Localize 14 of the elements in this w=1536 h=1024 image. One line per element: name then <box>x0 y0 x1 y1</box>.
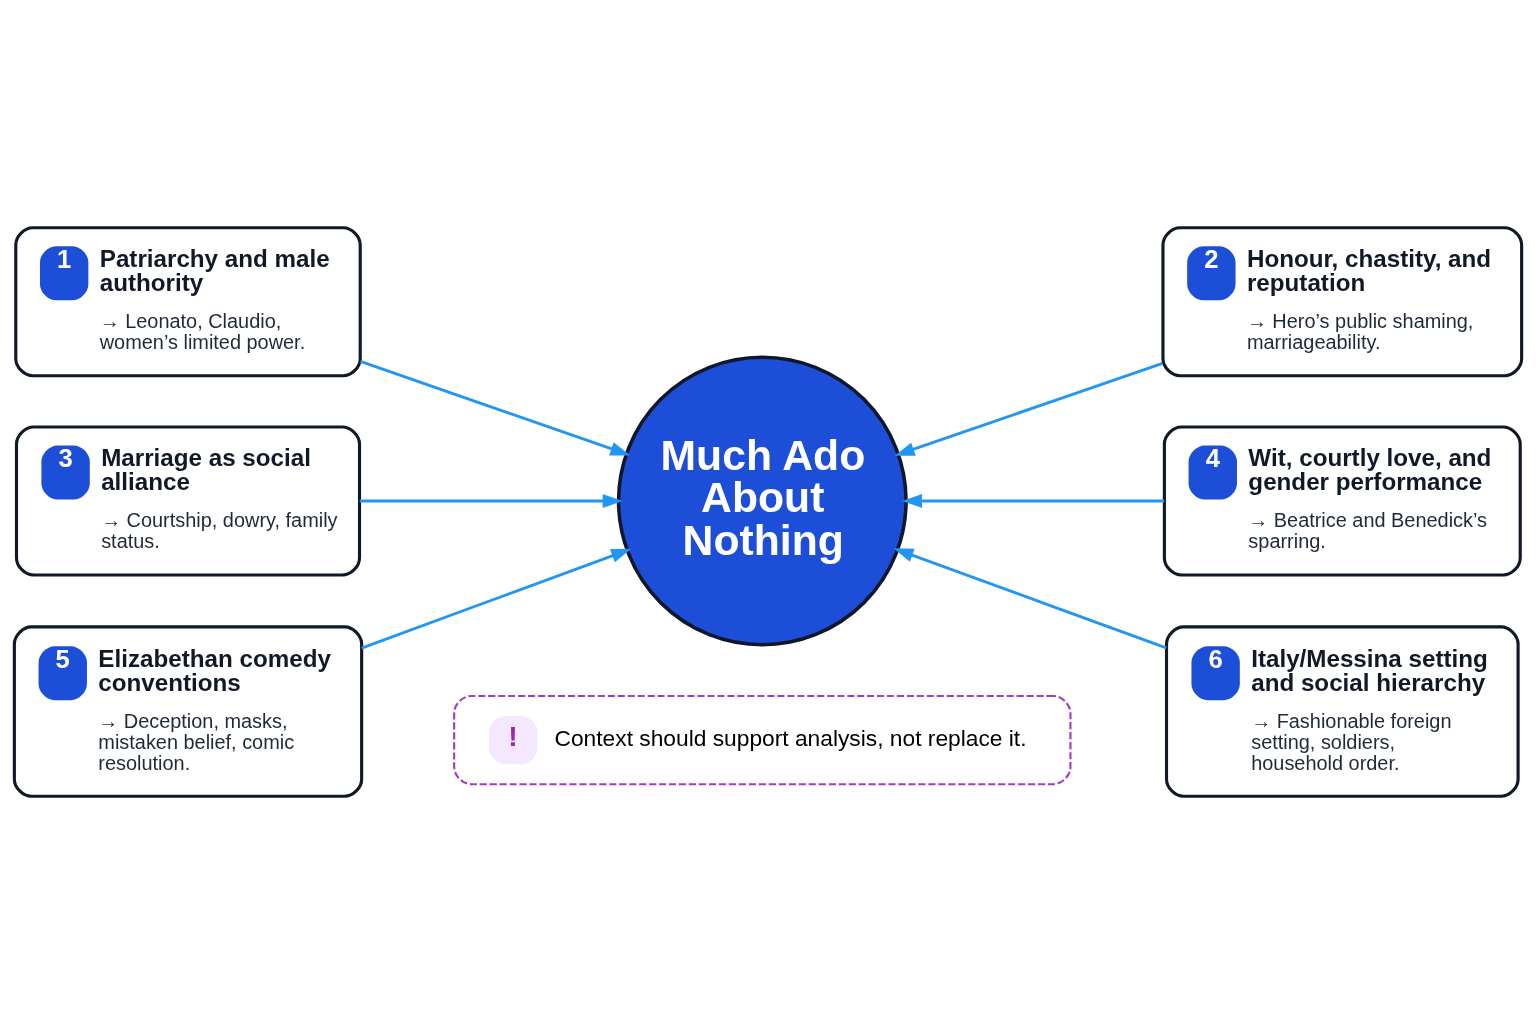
arrow <box>893 548 1167 650</box>
node-box: 6 Italy/Messina setting and social hierarchy → Fashionable foreign setting, soldiers, household order. <box>1164 625 1520 798</box>
arrow <box>894 361 1163 456</box>
node-circle: Much Ado About Nothing <box>616 355 908 647</box>
node-box: 4 Wit, courtly love, and gender performance → Beatrice and Benedick’s sparring. <box>1162 425 1522 577</box>
arrow <box>360 360 631 456</box>
arrow <box>902 494 1165 508</box>
node-box: 5 Elizabethan comedy conventions → Deception, masks, mistaken belief, comic resolution. <box>12 625 364 798</box>
node-box: 2 Honour, chastity, and reputation → Hero’s public shaming, marriageability. <box>1161 226 1524 378</box>
node-box: ! Context should support analysis, not replace it. <box>453 694 1072 786</box>
arrow <box>359 494 623 508</box>
arrow <box>361 548 632 650</box>
node-box: 3 Marriage as social alliance → Courtship, dowry, family status. <box>14 425 362 577</box>
node-box: 1 Patriarchy and male authority → Leonato, Claudio, women’s limited power. <box>14 226 362 378</box>
